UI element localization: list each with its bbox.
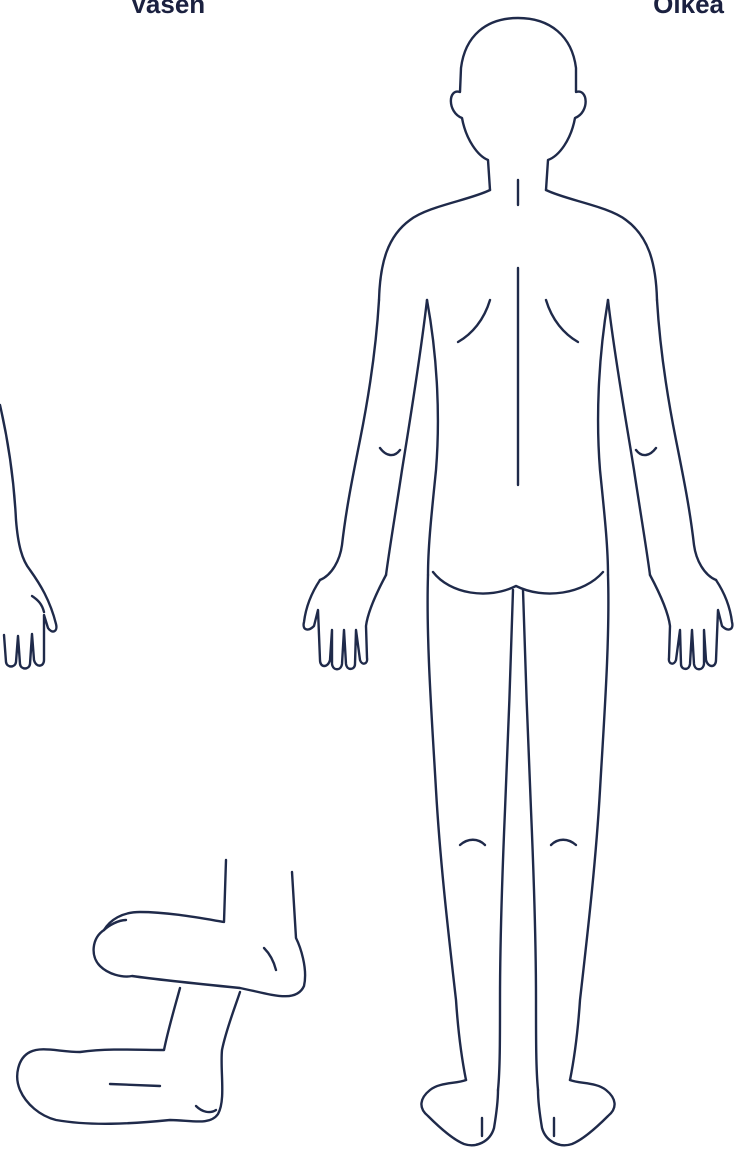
left-arm[interactable] [304, 300, 427, 669]
torso[interactable] [379, 180, 657, 594]
partial-left-arm[interactable] [0, 405, 56, 669]
right-arm[interactable] [608, 300, 732, 669]
head[interactable] [451, 18, 586, 190]
detached-feet[interactable] [17, 860, 305, 1124]
left-leg[interactable] [421, 575, 513, 1145]
right-leg[interactable] [523, 575, 615, 1145]
